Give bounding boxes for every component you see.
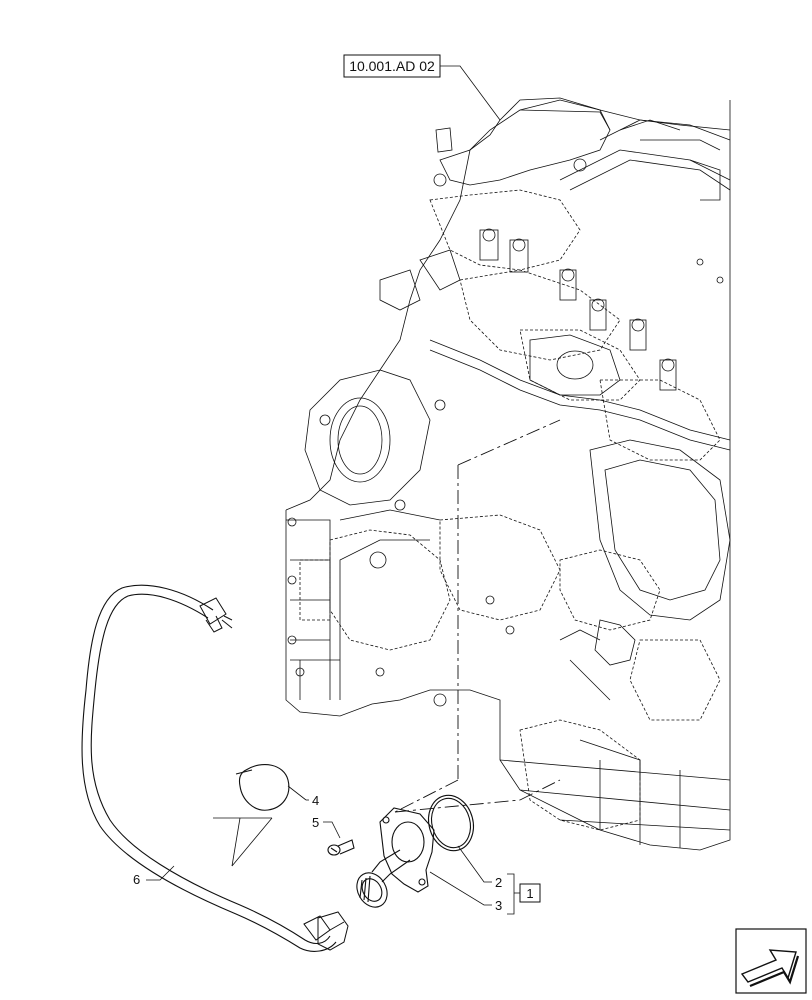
callout-2[interactable]: 2 bbox=[457, 845, 502, 890]
elbow-fitting bbox=[303, 911, 349, 951]
callout-3-label: 3 bbox=[495, 898, 502, 913]
callout-5[interactable]: 5 bbox=[312, 815, 341, 839]
o-ring-part-2 bbox=[427, 794, 475, 852]
callout-1-label: 1 bbox=[526, 886, 533, 901]
direction-arrow-icon[interactable] bbox=[735, 928, 807, 994]
callout-6[interactable]: 6 bbox=[133, 817, 273, 887]
callout-5-label: 5 bbox=[312, 815, 319, 830]
callout-6-label: 6 bbox=[133, 872, 140, 887]
callout-2-label: 2 bbox=[495, 875, 502, 890]
reference-label: 10.001.AD 02 bbox=[349, 58, 435, 74]
engine-block-illustration bbox=[285, 97, 731, 851]
callout-4-label: 4 bbox=[312, 793, 319, 808]
adapter-part-3 bbox=[356, 807, 435, 908]
callout-1[interactable]: 1 bbox=[519, 883, 541, 903]
reference-box[interactable]: 10.001.AD 02 bbox=[343, 54, 501, 121]
gasket-part-4 bbox=[235, 764, 290, 811]
hose-assembly bbox=[81, 584, 349, 952]
callout-3[interactable]: 3 bbox=[429, 871, 502, 913]
temperature-sender bbox=[199, 597, 233, 633]
group-bracket bbox=[507, 873, 520, 915]
callout-4[interactable]: 4 bbox=[287, 785, 319, 808]
bolt-part-5 bbox=[327, 839, 355, 856]
assembly-centerlines bbox=[394, 419, 561, 813]
